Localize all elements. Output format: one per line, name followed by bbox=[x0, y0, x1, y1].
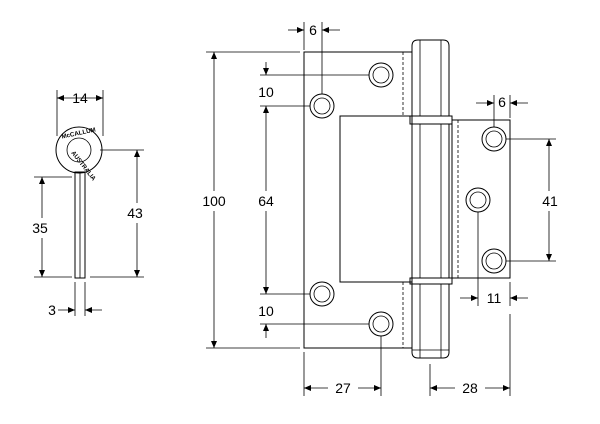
bottom-knuckle bbox=[411, 283, 450, 359]
screw-hole bbox=[465, 187, 491, 213]
middle-knuckle bbox=[409, 115, 453, 285]
dim-bottom-hole-offset: 10 bbox=[258, 293, 369, 338]
dim-flap-hole-edge: 11 bbox=[460, 212, 528, 306]
screw-hole bbox=[309, 281, 335, 307]
dim-flap-hole-offset: 6 bbox=[476, 94, 528, 127]
hinge-body bbox=[303, 39, 511, 359]
dim-label-pin-shaft: 35 bbox=[32, 220, 48, 236]
dim-label-flap-width: 28 bbox=[462, 380, 478, 396]
dim-hole-spacing: 64 bbox=[250, 106, 282, 294]
logo-line2: AUSTRALIA bbox=[69, 150, 97, 183]
screw-hole bbox=[368, 62, 394, 88]
screw-hole bbox=[481, 248, 507, 274]
dim-leaf-hole-offset: 6 bbox=[288, 22, 340, 94]
dim-label-flap-hole-offset: 6 bbox=[498, 94, 506, 110]
dim-label-hole-spacing: 64 bbox=[258, 193, 274, 209]
dim-label-hinge-height: 100 bbox=[202, 193, 226, 209]
dim-pin-shaft-width: 3 bbox=[48, 282, 102, 318]
dim-flap-hole-spacing: 41 bbox=[506, 138, 565, 262]
pin-logo-stamp: McCALLUM AUSTRALIA bbox=[61, 127, 97, 183]
flap-leaf bbox=[451, 119, 511, 279]
dim-label-flap-hole-edge: 11 bbox=[487, 290, 502, 306]
dim-label-flap-hole-spacing: 41 bbox=[542, 193, 558, 209]
dim-pin-shaft-height: 35 bbox=[26, 176, 72, 278]
dim-pin-total-height: 43 bbox=[90, 149, 150, 278]
top-knuckle bbox=[411, 39, 450, 117]
dim-pin-head-width: 14 bbox=[56, 90, 104, 136]
hinge-leaf bbox=[303, 51, 413, 349]
dim-label-pin-width: 3 bbox=[48, 302, 56, 318]
logo-line1: McCALLUM bbox=[61, 127, 96, 141]
dim-hinge-height: 100 bbox=[196, 51, 300, 349]
dim-label-pin-head: 14 bbox=[72, 90, 88, 106]
dim-label-top-hole-offset: 10 bbox=[258, 84, 274, 100]
leaf-cutout bbox=[339, 115, 413, 283]
dim-label-leaf-width: 27 bbox=[335, 380, 351, 396]
dim-top-hole-offset: 10 bbox=[258, 62, 369, 107]
screw-hole bbox=[309, 93, 335, 119]
dim-flap-width: 28 bbox=[429, 314, 511, 398]
dim-label-leaf-hole-offset: 6 bbox=[309, 22, 317, 38]
hinge-pin: McCALLUM AUSTRALIA bbox=[55, 126, 103, 279]
dim-label-pin-total: 43 bbox=[127, 205, 143, 221]
dim-leaf-width: 27 bbox=[303, 336, 382, 398]
dim-label-bottom-hole-offset: 10 bbox=[258, 303, 274, 319]
screw-hole bbox=[481, 126, 507, 152]
screw-hole bbox=[368, 311, 394, 337]
